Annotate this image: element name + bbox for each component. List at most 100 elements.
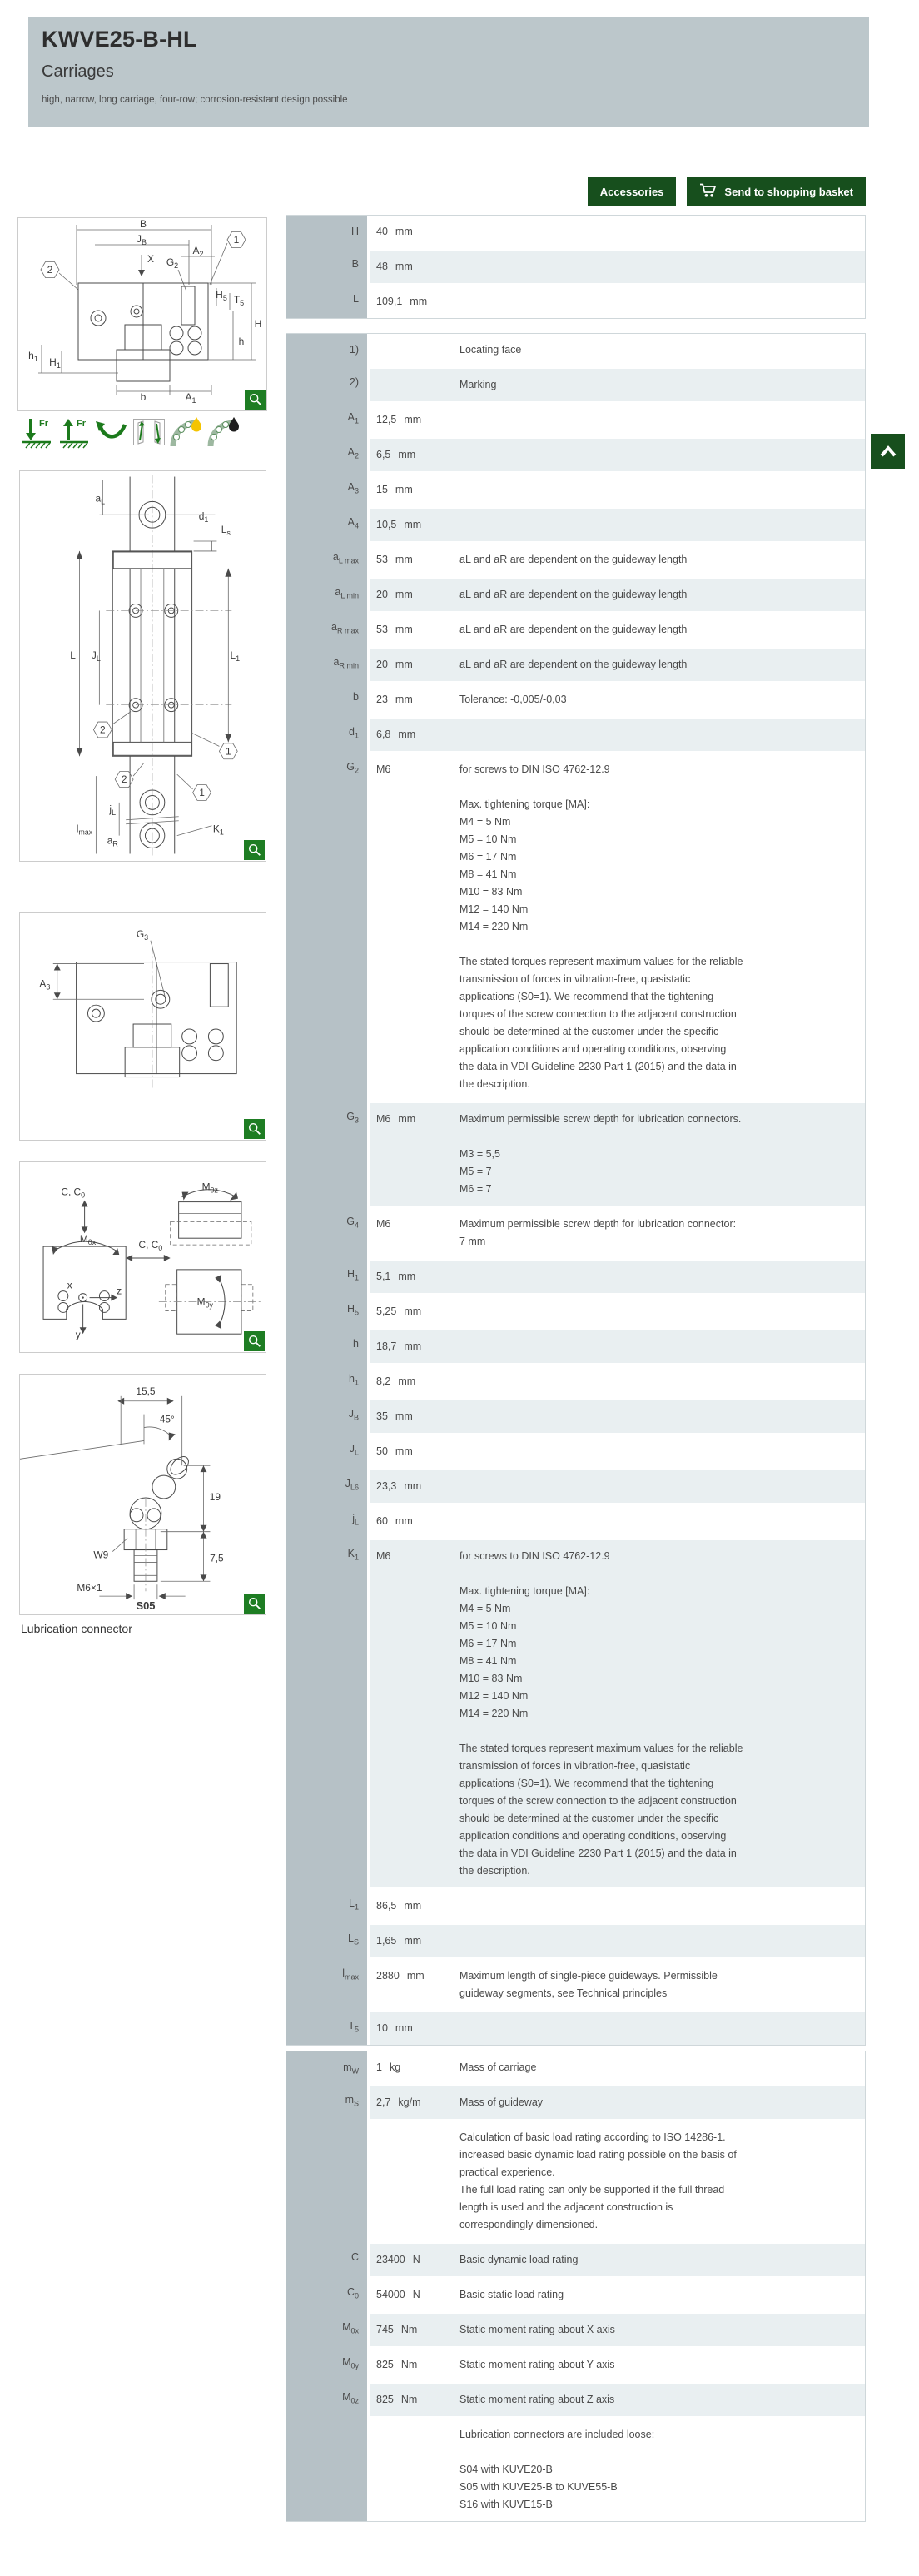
svg-text:Fr: Fr — [39, 419, 49, 429]
dimension-label: 2 — [100, 724, 106, 735]
param-description — [460, 1303, 861, 1320]
enlarge-figure-3-button[interactable] — [244, 1119, 265, 1139]
param-label: K1 — [347, 1548, 359, 1562]
param-label: JB — [348, 1408, 359, 1422]
param-label: JL6 — [345, 1478, 359, 1492]
param-description: for screws to DIN ISO 4762-12.9 Max. tig… — [460, 1550, 743, 1877]
dimension-label: z — [117, 1286, 122, 1297]
dimension-label: M6×1 — [77, 1582, 102, 1594]
param-label: G3 — [346, 1111, 359, 1125]
param-description: Static moment rating about Y axis — [460, 2359, 615, 2370]
scroll-to-top-button[interactable] — [871, 434, 905, 469]
param-label: A4 — [347, 516, 359, 530]
send-to-basket-button[interactable]: Send to shopping basket — [687, 177, 866, 206]
param-description — [460, 1268, 861, 1286]
dimension-label: h — [239, 336, 245, 347]
param-label — [286, 2119, 367, 2241]
enlarge-figure-5-button[interactable] — [244, 1594, 265, 1614]
param-label: H1 — [346, 1268, 359, 1282]
enlarge-figure-1-button[interactable] — [245, 390, 266, 410]
oil-drop — [191, 417, 201, 432]
enlarge-figure-4-button[interactable] — [244, 1331, 265, 1351]
dimension-label: A1 — [185, 391, 196, 405]
dimension-label: 7,5 — [210, 1552, 224, 1564]
param-description: Basic dynamic load rating — [460, 2254, 579, 2265]
position-marker-1 — [218, 743, 238, 760]
dimension-label: 2 — [47, 264, 53, 276]
dimension-label: G2 — [166, 256, 178, 270]
action-bar: Accessories Send to shopping basket — [286, 177, 866, 206]
torque-load-icon — [96, 421, 127, 439]
table-row: 2) Marking — [286, 366, 865, 401]
product-description: high, narrow, long carriage, four-row; c… — [42, 95, 348, 105]
param-description: Basic static load rating — [460, 2289, 564, 2300]
dimension-label: jL — [108, 803, 116, 817]
magnifier-icon — [248, 843, 261, 856]
param-description: Marking — [460, 379, 497, 390]
param-label: L1 — [349, 1897, 359, 1912]
enlarge-figure-2-button[interactable] — [244, 840, 265, 860]
param-value — [370, 341, 460, 359]
dimension-label: C, C0 — [61, 1186, 85, 1200]
param-value — [370, 2426, 460, 2514]
dimension-label: y — [76, 1329, 81, 1340]
accessories-button[interactable]: Accessories — [587, 177, 677, 206]
dimension-label: Ls — [221, 524, 231, 537]
param-description: Calculation of basic load rating accordi… — [460, 2131, 737, 2230]
dimension-label: L1 — [230, 649, 240, 663]
param-label: C — [350, 2251, 359, 2263]
param-label: T5 — [348, 2020, 359, 2034]
param-value: M6 — [376, 763, 391, 775]
dimension-label: 19 — [210, 1491, 221, 1503]
magnifier-icon — [248, 1597, 261, 1609]
param-description: Static moment rating about Z axis — [460, 2394, 615, 2405]
send-to-basket-label: Send to shopping basket — [724, 185, 853, 198]
param-description: Maximum length of single-piece guideways… — [460, 1970, 718, 1999]
param-value — [370, 2129, 460, 2234]
dimension-label: T5 — [234, 294, 244, 307]
oil-lubrication-icon — [170, 417, 201, 447]
param-label: H — [350, 226, 359, 237]
dimension-label: H5 — [216, 289, 227, 302]
magnifier-icon — [249, 393, 261, 405]
page-header: KWVE25-B-HL Carriages high, narrow, long… — [28, 17, 869, 127]
dimension-label: A2 — [192, 245, 203, 258]
param-label — [286, 2416, 367, 2521]
param-label: mS — [345, 2094, 359, 2108]
param-description: Mass of carriage — [460, 2061, 537, 2073]
param-label: d1 — [349, 726, 359, 740]
param-label: M0x — [342, 2321, 359, 2335]
param-label: aR min — [333, 656, 359, 670]
param-value: M6 — [376, 1218, 391, 1230]
figure-caption: Lubrication connector — [21, 1622, 132, 1635]
param-label: 2) — [349, 376, 359, 388]
param-label: jL — [352, 1513, 359, 1527]
dimension-label: 1 — [226, 745, 231, 757]
param-description — [460, 293, 861, 311]
